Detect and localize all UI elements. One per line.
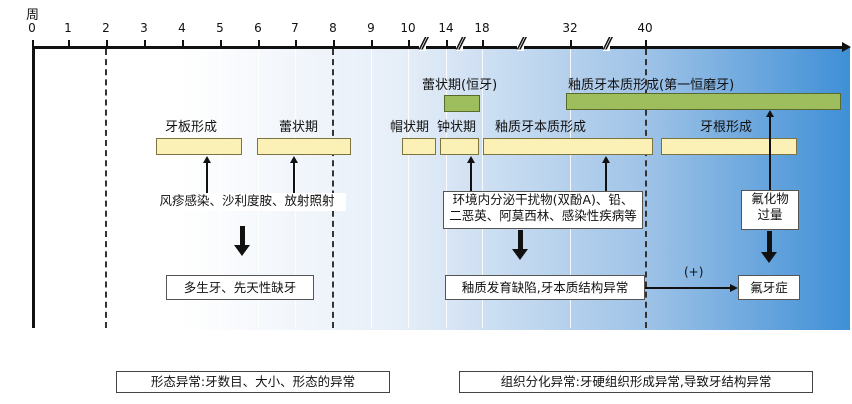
phase-label-enamel-first-molar: 釉质牙本质形成(第一恒磨牙) xyxy=(568,78,735,93)
outcome-box-enamel-defect: 釉质发育缺陷,牙本质结构异常 xyxy=(445,275,645,300)
axis-break-mark: // xyxy=(456,34,465,52)
tick-label: 0 xyxy=(28,21,36,35)
phase-label-enamel-dentin: 釉质牙本质形成 xyxy=(495,120,587,135)
phase-label-dental-lamina: 牙板形成 xyxy=(165,120,218,135)
tick-mark xyxy=(32,40,34,47)
phase-label-bell: 钟状期 xyxy=(437,120,477,135)
axis-unit-label: 周 xyxy=(26,8,40,23)
tick-label: 32 xyxy=(562,21,578,35)
arrow-shaft xyxy=(206,163,208,193)
tick-label: 7 xyxy=(291,21,299,35)
tick-mark xyxy=(182,40,184,47)
axis-break-mark: // xyxy=(419,34,428,52)
tick-mark xyxy=(333,40,335,47)
arrow-shaft xyxy=(605,163,607,191)
arrow-shaft xyxy=(293,163,295,193)
phase-bar-dental-lamina xyxy=(156,138,242,155)
bold-arrow-down-head xyxy=(512,249,528,260)
cause-fluoride-line2: 过量 xyxy=(757,207,783,222)
bold-arrow-shaft xyxy=(767,231,772,253)
cause-box-fluoride: 氟化物 过量 xyxy=(741,190,799,230)
grid-line xyxy=(371,49,372,328)
phase-bar-cap xyxy=(402,138,436,155)
tick-mark xyxy=(295,40,297,47)
arrow-shaft xyxy=(769,117,771,190)
phase-bar-enamel-dentin xyxy=(483,138,653,155)
tick-mark xyxy=(106,40,108,47)
tick-mark xyxy=(68,40,70,47)
cause-environmental-line2: 二恶英、阿莫西林、感染性疾病等 xyxy=(449,208,637,223)
tick-label: 3 xyxy=(140,21,148,35)
arrow-up-head xyxy=(203,156,211,163)
bold-arrow-shaft xyxy=(518,230,523,250)
dashed-boundary-line xyxy=(332,49,334,328)
plus-sign-label: (+) xyxy=(684,265,704,279)
cause-box-early: 风疹感染、沙利度胺、放射照射 xyxy=(148,193,346,211)
tick-label: 10 xyxy=(400,21,416,35)
axis-break-mark: // xyxy=(603,34,612,52)
tick-mark xyxy=(258,40,260,47)
cause-environmental-line1: 环境内分泌干扰物(双酚A)、铅、 xyxy=(452,192,634,207)
tick-mark xyxy=(570,40,572,47)
grid-line xyxy=(482,49,483,328)
caption-morphology: 形态异常:牙数目、大小、形态的异常 xyxy=(116,371,390,393)
phase-label-cap: 帽状期 xyxy=(390,120,430,135)
tick-mark xyxy=(220,40,222,47)
bold-arrow-down-head xyxy=(234,245,250,256)
phase-bar-bud xyxy=(257,138,351,155)
tick-label: 14 xyxy=(438,21,454,35)
time-axis-line xyxy=(32,46,844,49)
phase-bar-bell xyxy=(440,138,479,155)
bold-arrow-shaft xyxy=(240,226,245,246)
time-axis-arrowhead xyxy=(842,42,851,52)
arrow-right-head xyxy=(730,284,738,292)
dashed-boundary-line xyxy=(645,49,647,328)
dashed-boundary-line xyxy=(105,49,107,328)
grid-line xyxy=(258,49,259,328)
grid-line xyxy=(570,49,571,328)
bold-arrow-down-head xyxy=(761,252,777,263)
phase-label-root-formation: 牙根形成 xyxy=(700,120,753,135)
tick-label: 4 xyxy=(178,21,186,35)
outcome-box-supernumerary: 多生牙、先天性缺牙 xyxy=(166,275,314,300)
phase-bar-bud-permanent xyxy=(444,95,480,112)
tick-label: 5 xyxy=(216,21,224,35)
tick-label: 18 xyxy=(474,21,490,35)
phase-bar-enamel-first-molar xyxy=(566,93,841,110)
arrow-up-head xyxy=(602,156,610,163)
arrow-up-head xyxy=(467,156,475,163)
outcome-box-fluorosis: 氟牙症 xyxy=(738,275,800,300)
tick-label: 2 xyxy=(102,21,110,35)
axis-break-mark: // xyxy=(517,34,526,52)
arrow-up-head xyxy=(290,156,298,163)
grid-line xyxy=(220,49,221,328)
tick-mark xyxy=(371,40,373,47)
grid-line xyxy=(144,49,145,328)
tick-mark xyxy=(144,40,146,47)
arrow-up-head xyxy=(766,110,774,117)
caption-histology: 组织分化异常:牙硬组织形成异常,导致牙结构异常 xyxy=(459,371,813,393)
vertical-axis-line xyxy=(32,46,35,328)
arrow-shaft xyxy=(470,163,472,191)
tick-label: 9 xyxy=(367,21,375,35)
tick-label: 6 xyxy=(254,21,262,35)
cause-fluoride-line1: 氟化物 xyxy=(751,191,789,206)
tick-label: 40 xyxy=(637,21,653,35)
phase-bar-root-formation xyxy=(661,138,797,155)
cause-box-environmental: 环境内分泌干扰物(双酚A)、铅、 二恶英、阿莫西林、感染性疾病等 xyxy=(443,191,643,229)
phase-label-bud: 蕾状期 xyxy=(279,120,319,135)
tick-mark xyxy=(408,40,410,47)
grid-line xyxy=(408,49,409,328)
tick-label: 1 xyxy=(64,21,72,35)
tick-mark xyxy=(446,40,448,47)
tick-mark xyxy=(645,40,647,47)
grid-line xyxy=(446,49,447,328)
tick-mark xyxy=(482,40,484,47)
phase-label-bud-permanent: 蕾状期(恒牙) xyxy=(422,78,498,93)
grid-line xyxy=(182,49,183,328)
tick-label: 8 xyxy=(329,21,337,35)
arrow-shaft-horizontal xyxy=(645,287,731,289)
grid-line xyxy=(295,49,296,328)
